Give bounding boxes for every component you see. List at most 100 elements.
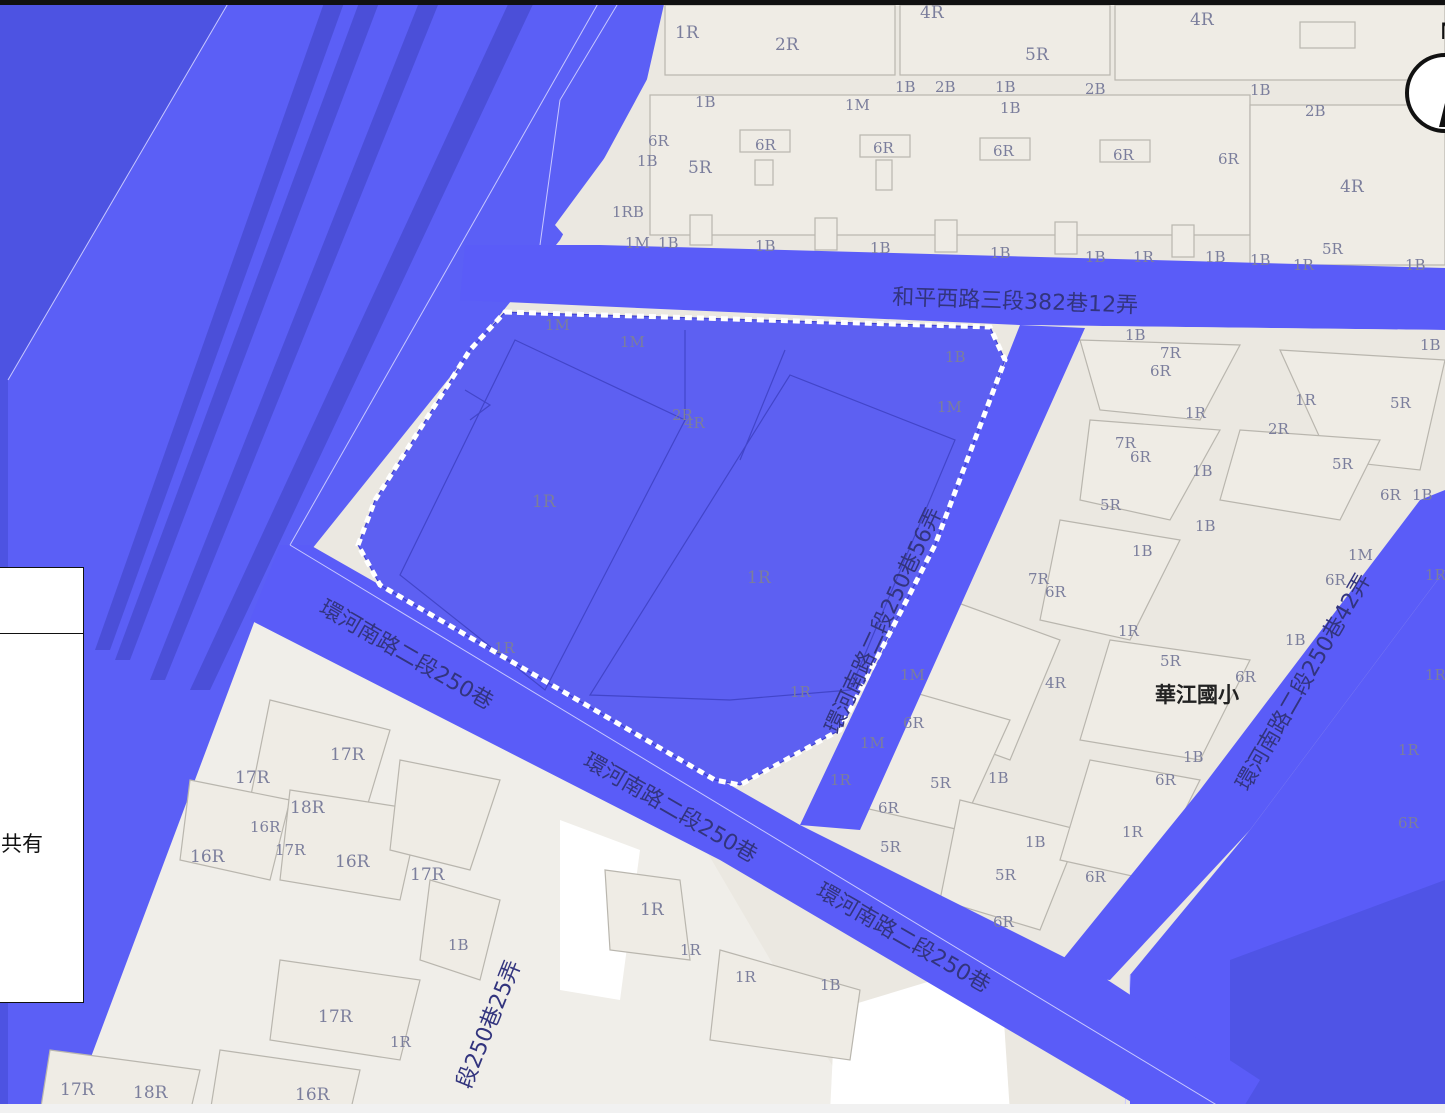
svg-text:1B: 1B <box>1250 81 1271 99</box>
svg-text:17R: 17R <box>410 865 446 885</box>
svg-text:16R: 16R <box>190 847 226 867</box>
svg-text:1B: 1B <box>1000 99 1021 117</box>
svg-text:17R: 17R <box>330 745 366 765</box>
svg-text:4R: 4R <box>1190 10 1215 30</box>
svg-text:1R: 1R <box>735 968 757 986</box>
svg-text:2R: 2R <box>775 35 800 55</box>
svg-text:1B: 1B <box>1085 248 1106 266</box>
svg-text:1B: 1B <box>988 769 1009 787</box>
svg-text:1M: 1M <box>545 316 570 334</box>
svg-text:6R: 6R <box>755 136 777 154</box>
svg-text:1B: 1B <box>658 234 679 252</box>
svg-text:5R: 5R <box>1390 394 1412 412</box>
svg-text:1R: 1R <box>640 900 665 920</box>
svg-text:5R: 5R <box>995 866 1017 884</box>
building-labels-site: 1M 1M 1B 1M 2R 4R 1R 1R 1R <box>494 316 966 657</box>
svg-text:5R: 5R <box>1160 652 1182 670</box>
svg-text:6R: 6R <box>1398 814 1420 832</box>
svg-text:5R: 5R <box>1025 45 1050 65</box>
svg-text:1R: 1R <box>1425 566 1445 584</box>
svg-text:1R: 1R <box>1185 404 1207 422</box>
svg-text:5R: 5R <box>1100 496 1122 514</box>
svg-text:1B: 1B <box>945 348 966 366</box>
svg-text:5R: 5R <box>880 838 902 856</box>
building-labels-right: 1B 7R 6R 1B 1R 5R 1R 2R 5R 7R 6R 1B 5R 6… <box>790 326 1445 931</box>
svg-text:1B: 1B <box>755 237 776 255</box>
svg-text:2B: 2B <box>1085 80 1106 98</box>
svg-text:1R: 1R <box>1425 666 1445 684</box>
road-250-56 <box>800 325 1085 830</box>
svg-text:2B: 2B <box>1305 102 1326 120</box>
svg-text:1B: 1B <box>995 78 1016 96</box>
svg-text:1RB: 1RB <box>612 203 644 221</box>
map-bottom-strip <box>0 1104 1445 1113</box>
svg-text:1M: 1M <box>625 234 650 252</box>
svg-text:1B: 1B <box>1125 326 1146 344</box>
road-250-main <box>250 545 1260 1113</box>
svg-text:1R: 1R <box>747 568 772 588</box>
svg-text:17R: 17R <box>60 1080 96 1100</box>
svg-text:4R: 4R <box>1340 177 1365 197</box>
svg-text:6R: 6R <box>1150 362 1172 380</box>
svg-text:1M: 1M <box>620 333 645 351</box>
svg-text:18R: 18R <box>290 798 326 818</box>
svg-text:6R: 6R <box>873 139 895 157</box>
svg-text:4R: 4R <box>1045 674 1067 692</box>
svg-text:1M: 1M <box>937 398 962 416</box>
svg-text:6R: 6R <box>1085 868 1107 886</box>
svg-text:1B: 1B <box>1405 256 1426 274</box>
svg-text:17R: 17R <box>318 1007 354 1027</box>
svg-text:1R: 1R <box>675 23 700 43</box>
svg-text:2B: 2B <box>935 78 956 96</box>
svg-text:1B: 1B <box>448 936 469 954</box>
svg-text:16R: 16R <box>335 852 371 872</box>
svg-text:1R: 1R <box>1122 823 1144 841</box>
svg-text:16R: 16R <box>250 818 281 836</box>
svg-text:6R: 6R <box>1325 571 1347 589</box>
svg-text:5R: 5R <box>688 158 713 178</box>
svg-text:1M: 1M <box>860 734 885 752</box>
svg-text:18R: 18R <box>133 1083 169 1103</box>
road-heping-382-12 <box>460 245 1445 330</box>
svg-text:6R: 6R <box>648 132 670 150</box>
svg-text:1R: 1R <box>790 683 812 701</box>
svg-text:6R: 6R <box>1130 448 1152 466</box>
svg-text:6R: 6R <box>1113 146 1135 164</box>
legend-header <box>0 568 83 634</box>
building-labels-top: 4R 1R 2R 5R 4R 1B 2B 1B 2B 1B 1B 1M 1B 2… <box>612 3 1426 274</box>
svg-text:17R: 17R <box>235 768 271 788</box>
svg-text:6R: 6R <box>903 714 925 732</box>
svg-text:1B: 1B <box>895 78 916 96</box>
svg-text:7R: 7R <box>1115 434 1137 452</box>
svg-text:1R: 1R <box>1295 391 1317 409</box>
subject-boundary <box>355 309 1008 788</box>
svg-text:1B: 1B <box>1285 631 1306 649</box>
svg-text:1B: 1B <box>990 244 1011 262</box>
legend-text: 共有 <box>1 832 43 856</box>
svg-text:1R: 1R <box>532 492 557 512</box>
svg-text:1B: 1B <box>1192 462 1213 480</box>
north-arrow-icon <box>1405 53 1445 133</box>
map-top-border <box>0 0 1445 5</box>
legend-panel: 共有 <box>0 567 84 1003</box>
svg-text:1B: 1B <box>870 239 891 257</box>
svg-text:7R: 7R <box>1160 344 1182 362</box>
poi-label-huajiang: 華江國小 <box>1155 683 1239 707</box>
svg-text:2R: 2R <box>1268 420 1290 438</box>
svg-text:1B: 1B <box>1420 336 1441 354</box>
svg-text:6R: 6R <box>1218 150 1240 168</box>
svg-text:1M: 1M <box>1348 546 1373 564</box>
svg-text:1B: 1B <box>1205 248 1226 266</box>
svg-text:1M: 1M <box>900 666 925 684</box>
building-labels-bottom: 17R 17R 18R 16R 17R 16R 16R 17R 1B 1R 1R… <box>60 745 841 1105</box>
svg-text:6R: 6R <box>993 142 1015 160</box>
svg-text:1R: 1R <box>1133 248 1155 266</box>
svg-text:1R: 1R <box>494 639 516 657</box>
svg-text:6R: 6R <box>878 799 900 817</box>
svg-text:5R: 5R <box>930 774 952 792</box>
svg-text:4R: 4R <box>920 3 945 23</box>
svg-text:1B: 1B <box>1183 748 1204 766</box>
svg-text:1M: 1M <box>845 96 870 114</box>
